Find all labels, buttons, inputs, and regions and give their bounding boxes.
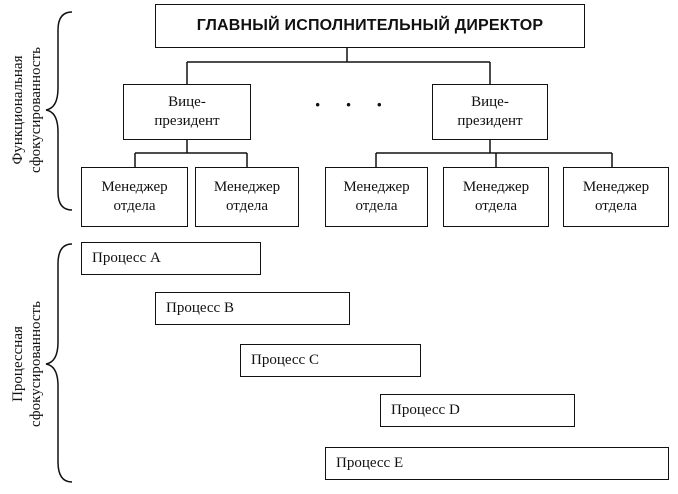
- department-manager-box: Менеджер отдела: [443, 167, 549, 227]
- ceo-label: ГЛАВНЫЙ ИСПОЛНИТЕЛЬНЫЙ ДИРЕКТОР: [196, 17, 544, 34]
- manager-line2: отдела: [474, 198, 518, 214]
- department-manager-box: Менеджер отдела: [81, 167, 188, 227]
- process-e-box: Процесс E: [325, 447, 669, 480]
- functional-focus-line2: сфокусированность: [28, 47, 44, 173]
- manager-line1: Менеджер: [101, 179, 168, 196]
- functional-focus-label: Функциональная сфокусированность: [9, 20, 47, 200]
- manager-line2: отдела: [225, 198, 269, 214]
- ellipsis: · · ·: [314, 92, 393, 117]
- manager-line2: отдела: [355, 198, 398, 214]
- process-b-box: Процесс B: [155, 292, 350, 325]
- process-a-label: Процесс A: [92, 250, 161, 266]
- process-c-label: Процесс C: [251, 352, 319, 368]
- ceo-box: ГЛАВНЫЙ ИСПОЛНИТЕЛЬНЫЙ ДИРЕКТОР: [155, 4, 585, 48]
- process-focus-label: Процессная сфокусированность: [9, 274, 47, 454]
- manager-line1: Менеджер: [462, 179, 530, 196]
- department-manager-box: Менеджер отдела: [325, 167, 428, 227]
- process-c-box: Процесс C: [240, 344, 421, 377]
- manager-line1: Менеджер: [213, 179, 281, 196]
- functional-brace: [45, 11, 73, 211]
- functional-focus-line1: Функциональная: [10, 55, 26, 165]
- vice-president-line1: Вице-: [471, 94, 509, 111]
- process-e-label: Процесс E: [336, 455, 404, 471]
- vice-president-line2: президент: [457, 113, 523, 129]
- process-focus-line1: Процессная: [10, 326, 26, 402]
- vice-president-box: Вице- президент: [123, 84, 251, 140]
- manager-line1: Менеджер: [582, 179, 650, 196]
- manager-line2: отдела: [594, 198, 638, 214]
- process-d-label: Процесс D: [391, 402, 460, 418]
- process-focus-line2: сфокусированность: [28, 301, 44, 427]
- vice-president-line1: Вице-: [168, 94, 206, 111]
- manager-line2: отдела: [113, 198, 156, 214]
- department-manager-box: Менеджер отдела: [195, 167, 299, 227]
- process-a-box: Процесс A: [81, 242, 261, 275]
- vice-president-line2: президент: [154, 113, 220, 129]
- process-b-label: Процесс B: [166, 300, 234, 316]
- vice-president-box: Вице- президент: [432, 84, 548, 140]
- process-d-box: Процесс D: [380, 394, 575, 427]
- department-manager-box: Менеджер отдела: [563, 167, 669, 227]
- manager-line1: Менеджер: [343, 179, 410, 196]
- process-brace: [45, 243, 73, 483]
